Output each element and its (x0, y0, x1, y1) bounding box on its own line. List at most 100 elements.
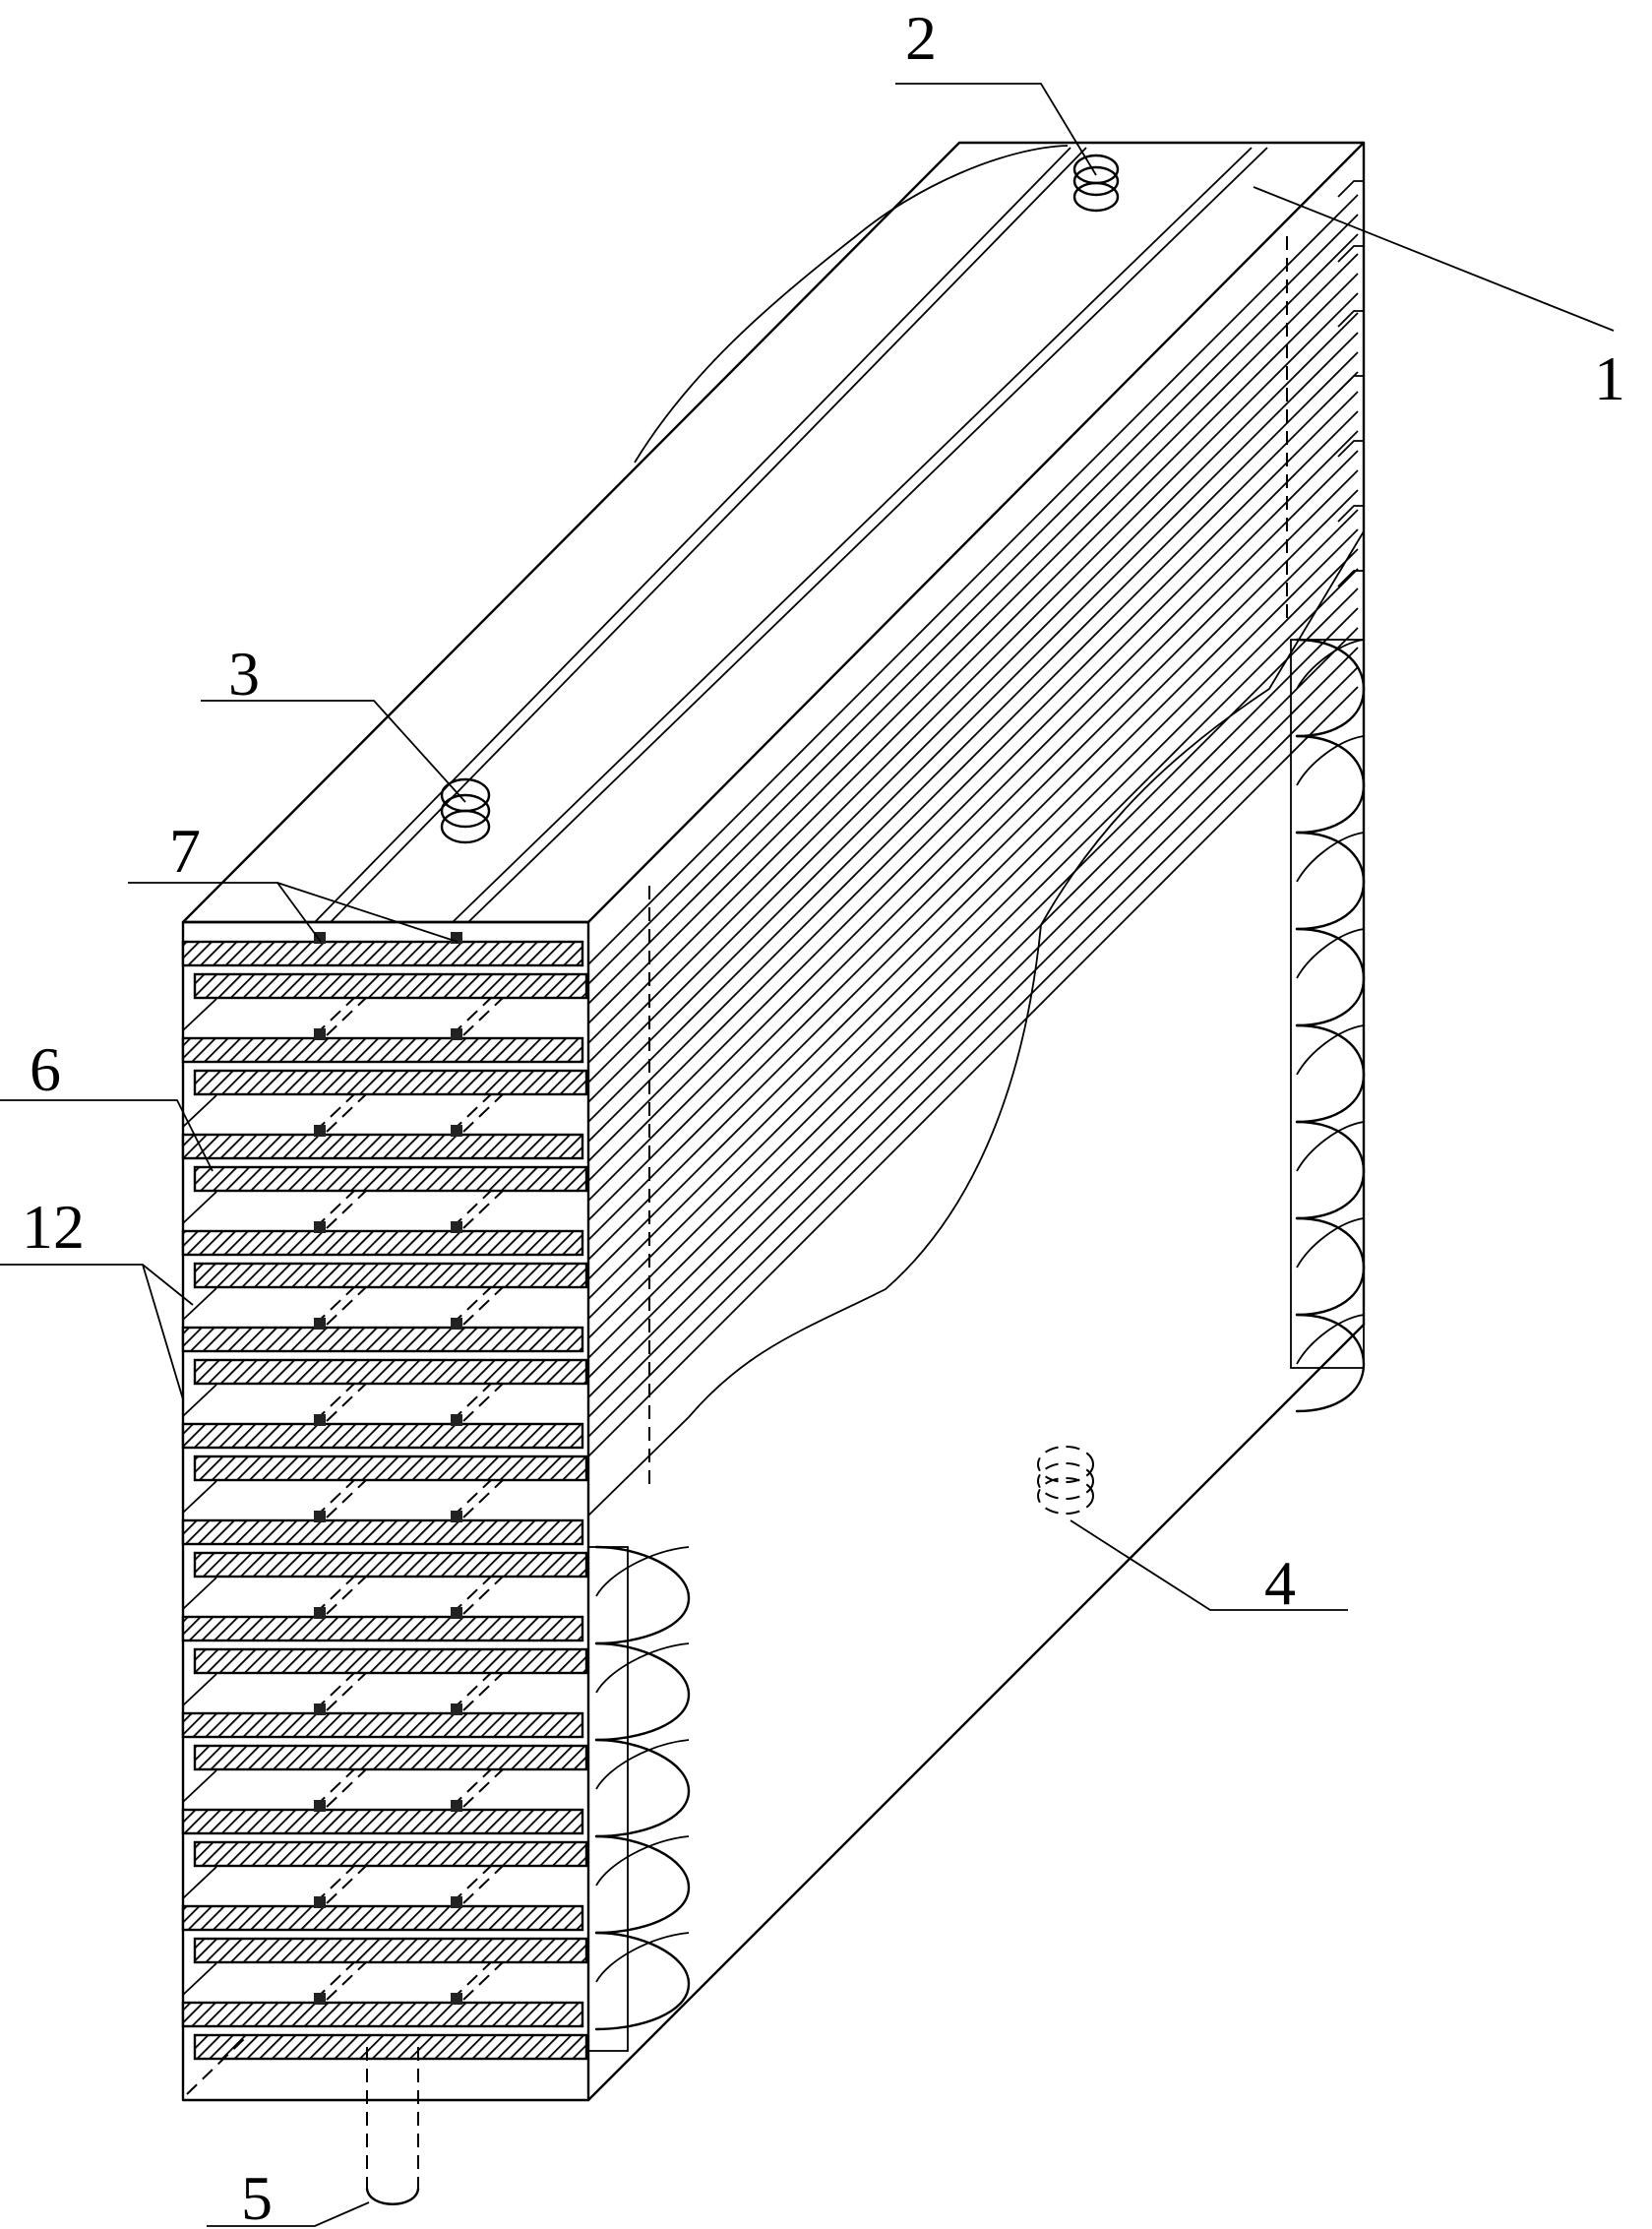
u-bend-inner (1296, 1024, 1365, 1076)
fin-line (587, 607, 1359, 1379)
tube-stub (451, 1896, 462, 1908)
tube-stub (451, 1318, 462, 1330)
u-bend (1295, 1216, 1366, 1317)
tube-dashed (462, 1383, 504, 1422)
leader-lines (0, 83, 1615, 2227)
hatched-plate (193, 1069, 588, 1096)
tube-stub (314, 1800, 326, 1812)
hatched-plate (181, 1808, 584, 1835)
fin-line (587, 312, 1359, 1084)
plate-edge (182, 1384, 217, 1417)
u-bend (1295, 1120, 1366, 1220)
plate-edge (182, 1191, 217, 1224)
fin-line (587, 666, 1359, 1438)
fin-line (587, 548, 1359, 1320)
nozzle-3 (440, 777, 491, 844)
plate-edge (182, 1287, 217, 1321)
fin-line (587, 489, 1359, 1261)
tube-dashed (326, 1479, 367, 1518)
tube-dashed (462, 1190, 504, 1229)
fin-line (587, 194, 1359, 965)
u-bend-inner (1296, 928, 1365, 979)
plate-edge (182, 998, 217, 1031)
plate-edge (182, 1962, 217, 1996)
tube-stub (451, 1607, 462, 1619)
fin-line (587, 509, 1359, 1280)
tube-dashed (326, 997, 367, 1036)
hatched-plate (181, 1326, 584, 1353)
u-bend-stack-upper (1290, 638, 1366, 1413)
fin-end (1337, 180, 1364, 198)
label-2: 2 (905, 3, 937, 73)
u-bend-inner (1296, 1314, 1365, 1365)
hatched-plate (193, 1647, 588, 1675)
tube-stub (314, 1896, 326, 1908)
reference-labels: 2 1 3 7 6 12 4 5 (22, 3, 1625, 2229)
nozzle-4 (1037, 1446, 1094, 1515)
u-bend (1295, 831, 1366, 931)
nozzle-2 (1072, 154, 1120, 213)
tube-dashed (462, 1672, 504, 1711)
hatched-plate (181, 1615, 584, 1642)
fin-line (587, 568, 1359, 1339)
fin-line (587, 253, 1359, 1024)
fin-line (587, 292, 1359, 1064)
tube-stub (314, 1703, 326, 1715)
fin-line (587, 430, 1359, 1202)
fin-end (1337, 245, 1364, 263)
top-face-details (314, 145, 1268, 923)
tube-dashed (462, 1479, 504, 1518)
u-bend (594, 1931, 691, 2031)
tube-stub (314, 1125, 326, 1137)
fin-line (587, 469, 1359, 1241)
u-bend (594, 1545, 691, 1645)
hatched-plate (181, 1229, 584, 1257)
tube-stub (451, 1125, 462, 1137)
hatched-plate (193, 1455, 588, 1482)
tube-dashed (326, 1576, 367, 1615)
u-bend (594, 1738, 691, 1838)
tube-dashed (462, 1865, 504, 1904)
plate-edge (182, 1769, 217, 1803)
u-bend-inner (595, 1739, 690, 1790)
tube-dashed (462, 1286, 504, 1326)
tube-dashed (326, 1672, 367, 1711)
fin-line (587, 450, 1359, 1221)
u-bend-inner (595, 1642, 690, 1694)
hatched-plate (193, 1165, 588, 1193)
fin-line (587, 391, 1359, 1162)
label-7: 7 (169, 816, 201, 886)
u-bend (1295, 638, 1366, 738)
housing-outline (181, 141, 1366, 2102)
tube-stub (314, 1414, 326, 1426)
tube-dashed (326, 1286, 367, 1326)
hatched-plate (193, 972, 588, 1000)
tube-dashed (326, 1865, 367, 1904)
u-bend (594, 1641, 691, 1742)
label-4: 4 (1264, 1548, 1296, 1618)
tube-stub (451, 1703, 462, 1715)
u-bend-inner (1296, 735, 1365, 786)
u-bend-inner (1296, 1121, 1365, 1172)
fin-end (1337, 310, 1364, 328)
fin-line (587, 588, 1359, 1359)
fin-end (1337, 440, 1364, 458)
fin-line (587, 686, 1359, 1457)
tube-stub (451, 1800, 462, 1812)
fin-line (587, 273, 1359, 1044)
fin-line (587, 233, 1359, 1005)
tube-stub (314, 1511, 326, 1522)
tube-dashed (462, 1961, 504, 2001)
tube-dashed (326, 1961, 367, 2001)
hatched-plate (181, 1133, 584, 1160)
label-3: 3 (228, 639, 260, 709)
tube-dashed (462, 997, 504, 1036)
tube-stub (314, 1607, 326, 1619)
hatched-plate (181, 1036, 584, 1064)
hatched-plate (193, 1358, 588, 1386)
tube-stub (451, 1414, 462, 1426)
tube-stub (451, 1511, 462, 1522)
hatched-plate (181, 1518, 584, 1546)
tube-stub (314, 1318, 326, 1330)
fin-line (587, 371, 1359, 1143)
